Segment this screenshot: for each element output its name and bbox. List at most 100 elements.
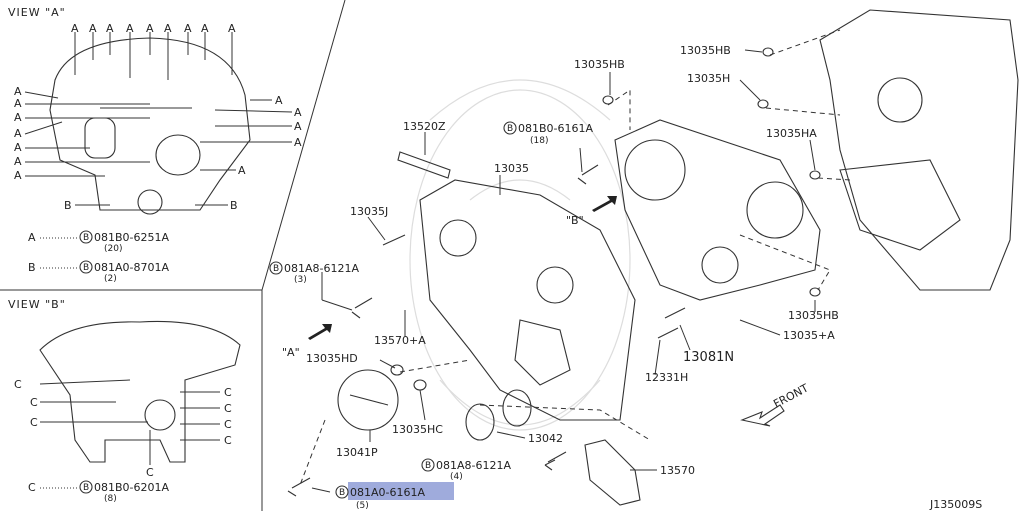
svg-text:A: A [294, 136, 302, 149]
svg-text:A: A [238, 164, 246, 177]
timing-cover-gasket [614, 119, 821, 301]
view-a-leaders [24, 32, 293, 206]
label-13035HD: 13035HD [306, 352, 358, 365]
view-b-leaders [39, 379, 220, 465]
svg-text:081B0-6201A: 081B0-6201A [94, 481, 170, 494]
o-rings [390, 47, 821, 391]
view-b-cover-outline [39, 320, 241, 463]
view-b-arrow-icon [592, 196, 617, 212]
svg-text:C: C [224, 402, 232, 415]
svg-text:B: B [425, 461, 431, 471]
svg-text:B: B [230, 199, 238, 212]
svg-text:C: C [224, 418, 232, 431]
highlight-box [348, 482, 454, 500]
svg-text:B: B [28, 261, 36, 274]
view-b-title: VIEW "B" [8, 298, 66, 311]
engine-block [819, 9, 1019, 291]
svg-text:A: A [294, 120, 302, 133]
svg-text:C: C [14, 378, 22, 391]
svg-text:(2): (2) [104, 274, 117, 284]
view-a-legend-row-2: B B 081A0-8701A (2) [28, 260, 169, 284]
svg-text:(8): (8) [104, 494, 117, 504]
svg-text:A: A [228, 22, 236, 35]
svg-text:A: A [146, 22, 154, 35]
watermark-emblem [409, 79, 631, 431]
svg-text:A: A [14, 155, 22, 168]
svg-text:C: C [224, 434, 232, 447]
view-a-legend-row-1: A B 081B0-6251A (20) [28, 230, 170, 254]
svg-text:A: A [201, 22, 209, 35]
svg-text:B: B [507, 124, 513, 134]
svg-text:A: A [14, 141, 22, 154]
svg-text:C: C [30, 416, 38, 429]
callout-leaders [311, 49, 816, 493]
label-front: FRONT [771, 381, 811, 410]
label-13035-A: 13035+A [783, 329, 835, 342]
label-13081N: 13081N [683, 350, 734, 365]
svg-text:A: A [14, 169, 22, 182]
svg-text:081B0-6161A: 081B0-6161A [518, 122, 594, 135]
svg-text:A: A [71, 22, 79, 35]
lower-gasket [584, 439, 641, 506]
svg-text:C: C [28, 481, 36, 494]
diagram-id: J135009S [929, 498, 982, 511]
svg-text:081B0-6251A: 081B0-6251A [94, 231, 170, 244]
svg-text:B: B [64, 199, 72, 212]
svg-text:A: A [275, 94, 283, 107]
svg-text:B: B [83, 263, 89, 273]
label-13035HB-top: 13035HB [574, 58, 625, 71]
front-cover-assembly [419, 179, 636, 421]
callout-labels: 13520Z 13035 13035J B 081A8-6121A (3) 13… [269, 44, 982, 511]
svg-text:C: C [146, 466, 154, 479]
view-b-hub [144, 399, 176, 431]
label-13035HC: 13035HC [392, 423, 443, 436]
label-12331H: 12331H [645, 371, 688, 384]
svg-text:(20): (20) [104, 244, 122, 254]
svg-text:081A8-6121A: 081A8-6121A [436, 459, 511, 472]
crank-seal [465, 389, 532, 441]
front-arrow-icon [740, 404, 785, 427]
view-a-hub [137, 189, 163, 215]
oil-level-gauge [397, 151, 451, 179]
label-13035J: 13035J [350, 205, 388, 218]
view-a-window-right [155, 134, 201, 176]
view-b-panel: VIEW "B" C C C C C C C C C B [8, 298, 241, 504]
view-b-legend-row-1: C B 081B0-6201A (8) [28, 480, 170, 504]
label-view-b-arrow: "B" [566, 214, 584, 227]
view-a-letters: A A A A A A A A A A A A A A A A A A A A … [14, 22, 302, 212]
view-a-panel: VIEW "A" [8, 6, 302, 284]
panel-frames [0, 0, 346, 511]
cam-cover-left [439, 219, 477, 257]
view-a-arrow-icon [308, 324, 332, 340]
view-a-cover-outline [49, 37, 251, 211]
water-pump [337, 369, 399, 431]
svg-text:A: A [184, 22, 192, 35]
svg-text:(3): (3) [294, 275, 307, 285]
label-13042: 13042 [528, 432, 563, 445]
svg-text:B: B [339, 488, 345, 498]
label-13035HB-lower: 13035HB [788, 309, 839, 322]
label-view-a-arrow: "A" [282, 346, 300, 359]
svg-text:(18): (18) [530, 136, 548, 146]
label-13570: 13570 [660, 464, 695, 477]
svg-text:081A0-8701A: 081A0-8701A [94, 261, 169, 274]
svg-text:A: A [294, 106, 302, 119]
cam-cover-right [536, 266, 574, 304]
svg-text:B: B [273, 264, 279, 274]
label-13035HA: 13035HA [766, 127, 817, 140]
label-081A8-6121A-top: B 081A8-6121A (3) [269, 261, 359, 285]
label-081B0-6161A: B 081B0-6161A (18) [503, 121, 594, 146]
label-13570A: 13570+A [374, 334, 426, 347]
dashed-guides [299, 29, 851, 486]
svg-text:081A8-6121A: 081A8-6121A [284, 262, 359, 275]
svg-text:C: C [224, 386, 232, 399]
svg-text:A: A [164, 22, 172, 35]
view-a-title: VIEW "A" [8, 6, 66, 19]
svg-text:A: A [14, 111, 22, 124]
svg-text:B: B [83, 233, 89, 243]
svg-text:A: A [28, 231, 36, 244]
svg-text:A: A [89, 22, 97, 35]
label-13035: 13035 [494, 162, 529, 175]
label-081A8-6121A-bottom: B 081A8-6121A (4) [421, 458, 511, 482]
